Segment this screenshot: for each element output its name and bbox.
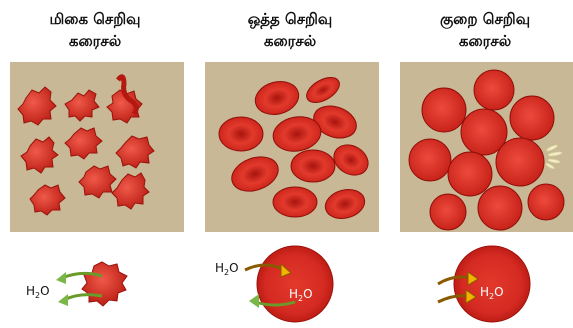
water-label-text: H <box>480 285 489 299</box>
crenated-cell <box>21 137 58 173</box>
swollen-cell <box>454 246 530 322</box>
hypotonic-title-line2: கரைசல் <box>390 30 573 52</box>
isotonic-title-line2: கரைசல் <box>195 30 385 52</box>
crenated-cell <box>112 173 149 209</box>
red-blood-cell <box>219 117 263 151</box>
crenated-cell <box>65 90 99 121</box>
water-out-label: H2O <box>215 261 239 277</box>
crenated-cell <box>18 87 56 125</box>
normal-cells-illustration <box>205 62 379 232</box>
hypertonic-panel <box>10 62 184 232</box>
red-blood-cell <box>291 150 335 182</box>
swollen-cell <box>510 96 554 140</box>
red-blood-cell <box>328 139 373 181</box>
crenated-cell <box>79 166 116 198</box>
hypotonic-single-cell: H2O <box>400 240 573 328</box>
water-out-label-text: H <box>215 261 224 275</box>
hypotonic-title-line1: குறை செறிவு <box>390 8 573 30</box>
red-blood-cell <box>273 187 317 217</box>
swollen-cell <box>474 70 514 110</box>
crenated-cell <box>65 128 102 159</box>
water-label: H2O <box>26 284 50 300</box>
red-blood-cell <box>252 77 303 119</box>
swollen-cell <box>478 186 522 230</box>
hypotonic-title: குறை செறிவு கரைசல் <box>390 8 573 52</box>
crenated-cell <box>116 136 154 168</box>
swollen-cell <box>496 138 544 186</box>
hypertonic-title: மிகை செறிவு கரைசல் <box>0 8 190 52</box>
red-blood-cell <box>322 185 368 222</box>
water-in-label-text: H <box>289 287 298 301</box>
bursting-cell-contents <box>545 144 562 170</box>
swollen-cell <box>409 139 451 181</box>
swollen-cell <box>528 184 564 220</box>
isotonic-title: ஒத்த செறிவு கரைசல் <box>195 8 385 52</box>
swollen-cell <box>448 152 492 196</box>
red-blood-cell <box>302 72 343 107</box>
swollen-cell <box>422 88 466 132</box>
swollen-cells-illustration <box>400 62 573 232</box>
swollen-cell <box>430 194 466 230</box>
hypotonic-panel <box>400 62 573 232</box>
crenated-cell <box>30 185 65 215</box>
water-label-text: H <box>26 284 35 298</box>
hypertonic-title-line2: கரைசல் <box>0 30 190 52</box>
crenated-cells-illustration <box>10 62 184 232</box>
red-blood-cell <box>257 246 333 322</box>
isotonic-title-line1: ஒத்த செறிவு <box>195 8 385 30</box>
isotonic-panel <box>205 62 379 232</box>
isotonic-single-cell: H2O H2O <box>205 240 385 328</box>
hypertonic-single-cell: H2O <box>10 240 190 328</box>
crenated-cell <box>82 262 127 306</box>
hypertonic-title-line1: மிகை செறிவு <box>0 8 190 30</box>
red-blood-cell <box>227 151 283 197</box>
